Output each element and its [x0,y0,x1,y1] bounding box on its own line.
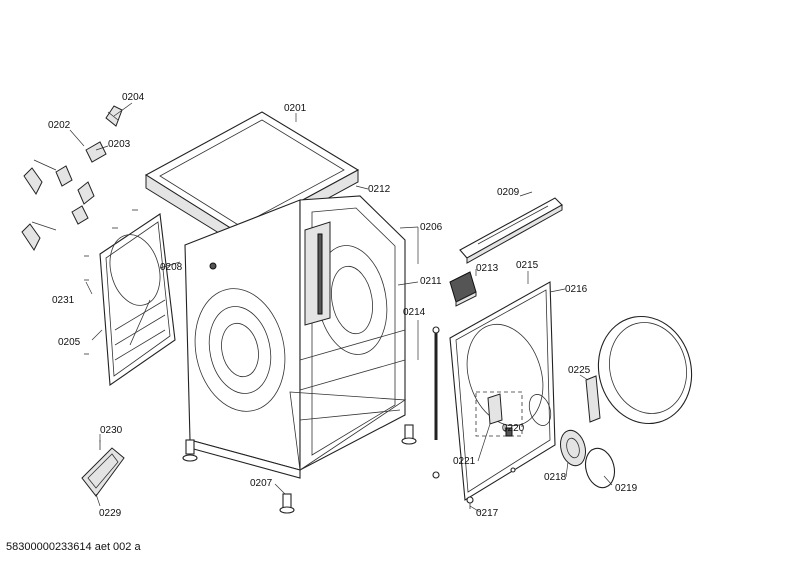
screw-0217[interactable] [432,467,516,509]
door-hinge-0225[interactable] [585,375,601,423]
cable-clamp-0203[interactable] [55,141,107,225]
callout-0205: 0205 [58,337,81,348]
callout-0201: 0201 [284,103,307,114]
callout-0231: 0231 [52,295,75,306]
cabinet-inner-bracket[interactable] [304,221,331,326]
adjustable-foot[interactable] [182,424,417,514]
cable-clamp-0202[interactable] [21,159,57,251]
callout-0230: 0230 [100,425,123,436]
callout-0209: 0209 [497,187,520,198]
door-lock-0220[interactable] [487,393,513,437]
callout-0208: 0208 [160,262,183,273]
callout-0212: 0212 [368,184,391,195]
door-ring[interactable] [587,306,704,434]
callout-0217: 0217 [476,508,499,519]
callout-0202: 0202 [48,120,71,131]
callout-0213: 0213 [476,263,499,274]
cabinet-side-panel[interactable] [184,199,301,479]
callout-0229: 0229 [99,508,122,519]
rear-panel-part[interactable] [99,213,176,386]
control-module-0213[interactable] [449,271,477,307]
callout-0215: 0215 [516,260,539,271]
leader-lines [69,102,613,513]
callout-0203: 0203 [108,139,131,150]
door-latch-0218[interactable] [557,428,589,469]
callout-0214: 0214 [403,307,426,318]
hose-0214[interactable] [432,326,440,440]
callout-0216: 0216 [565,284,588,295]
callout-0211: 0211 [420,276,442,287]
front-panel-0216[interactable] [449,281,556,501]
top-rail-0209[interactable] [459,197,563,264]
support-bracket-0229[interactable] [81,440,125,497]
callout-0206: 0206 [420,222,443,233]
callout-0207: 0207 [250,478,273,489]
detail-region-0220 [475,391,523,437]
callout-0219: 0219 [615,483,638,494]
callout-0225: 0225 [568,365,591,376]
callout-0204: 0204 [122,92,145,103]
screw-set-0231[interactable] [84,209,138,355]
callout-0220: 0220 [502,423,525,434]
callout-0218: 0218 [544,472,567,483]
callout-0221: 0221 [453,456,476,467]
cover-cap-0219[interactable] [581,445,618,491]
drawing-id-footer: 58300000233614 aet 002 a [6,541,141,553]
callout-labels: 0201 0204 0202 0203 0212 0209 0206 0208 … [48,92,638,519]
cabinet-base-rails [289,391,407,471]
